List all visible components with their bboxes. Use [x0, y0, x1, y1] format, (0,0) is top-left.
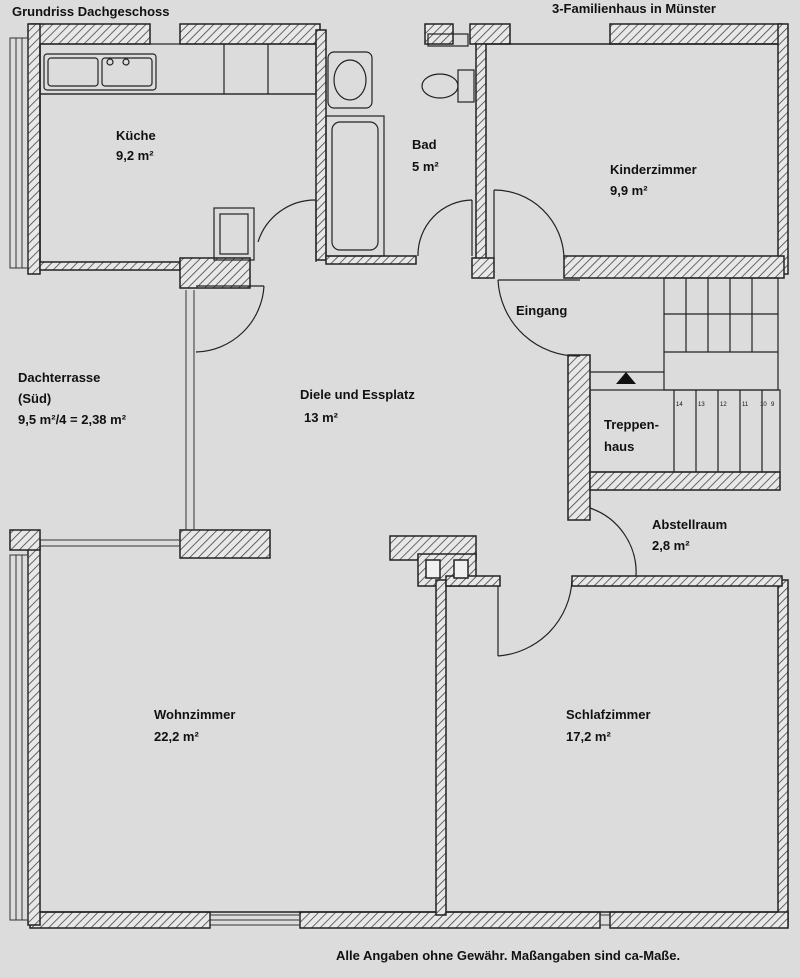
- room-bad-area: 5 m²: [412, 159, 439, 174]
- room-eingang-name: Eingang: [516, 303, 568, 318]
- room-kueche-name: Küche: [116, 128, 156, 143]
- terrace-railing: [40, 290, 195, 547]
- room-kinderzimmer-name: Kinderzimmer: [610, 162, 697, 177]
- stair-step-number: 12: [720, 402, 727, 408]
- staircase: [589, 277, 781, 473]
- room-treppenhaus-name-line1: Treppen-: [604, 417, 659, 432]
- bath-fixtures: [325, 33, 475, 257]
- door-swings: [195, 189, 637, 657]
- room-kueche-area: 9,2 m²: [116, 148, 154, 163]
- room-dachterrasse-name: Dachterrasse: [18, 370, 101, 385]
- room-wohnzimmer-name: Wohnzimmer: [154, 707, 236, 722]
- room-diele-name: Diele und Essplatz: [300, 387, 415, 402]
- room-outlines: [39, 43, 778, 913]
- room-wohnzimmer-area: 22,2 m²: [154, 729, 199, 744]
- stair-step-number: 10: [760, 402, 767, 408]
- windows: [9, 37, 611, 926]
- room-treppenhaus-name-line2: haus: [604, 439, 635, 454]
- stair-step-number: 11: [742, 402, 749, 408]
- room-dachterrasse-orientation: (Süd): [18, 391, 52, 406]
- stair-step-number: 14: [676, 402, 683, 408]
- room-kinderzimmer-area: 9,9 m²: [610, 183, 648, 198]
- room-schlafzimmer-name: Schlafzimmer: [566, 707, 651, 722]
- disclaimer-note: Alle Angaben ohne Gewähr. Maßangaben sin…: [336, 948, 681, 963]
- room-schlafzimmer-area: 17,2 m²: [566, 729, 611, 744]
- room-abstellraum-area: 2,8 m²: [652, 538, 690, 553]
- room-diele-area: 13 m²: [304, 410, 338, 425]
- room-bad-name: Bad: [412, 137, 437, 152]
- stair-step-number: 13: [698, 402, 705, 408]
- building-title: 3-Familienhaus in Münster: [552, 1, 716, 16]
- chimney-flues: [425, 559, 469, 579]
- room-abstellraum-name: Abstellraum: [652, 517, 728, 532]
- kitchen-fixtures: [39, 43, 317, 261]
- exterior-walls: [27, 23, 789, 929]
- stair-arrow-icon: [616, 372, 636, 384]
- stair-step-number: 9: [771, 402, 775, 408]
- plan-title: Grundriss Dachgeschoss: [12, 4, 170, 19]
- interior-walls: [9, 29, 785, 916]
- room-dachterrasse-area: 9,5 m²/4 = 2,38 m²: [18, 412, 127, 427]
